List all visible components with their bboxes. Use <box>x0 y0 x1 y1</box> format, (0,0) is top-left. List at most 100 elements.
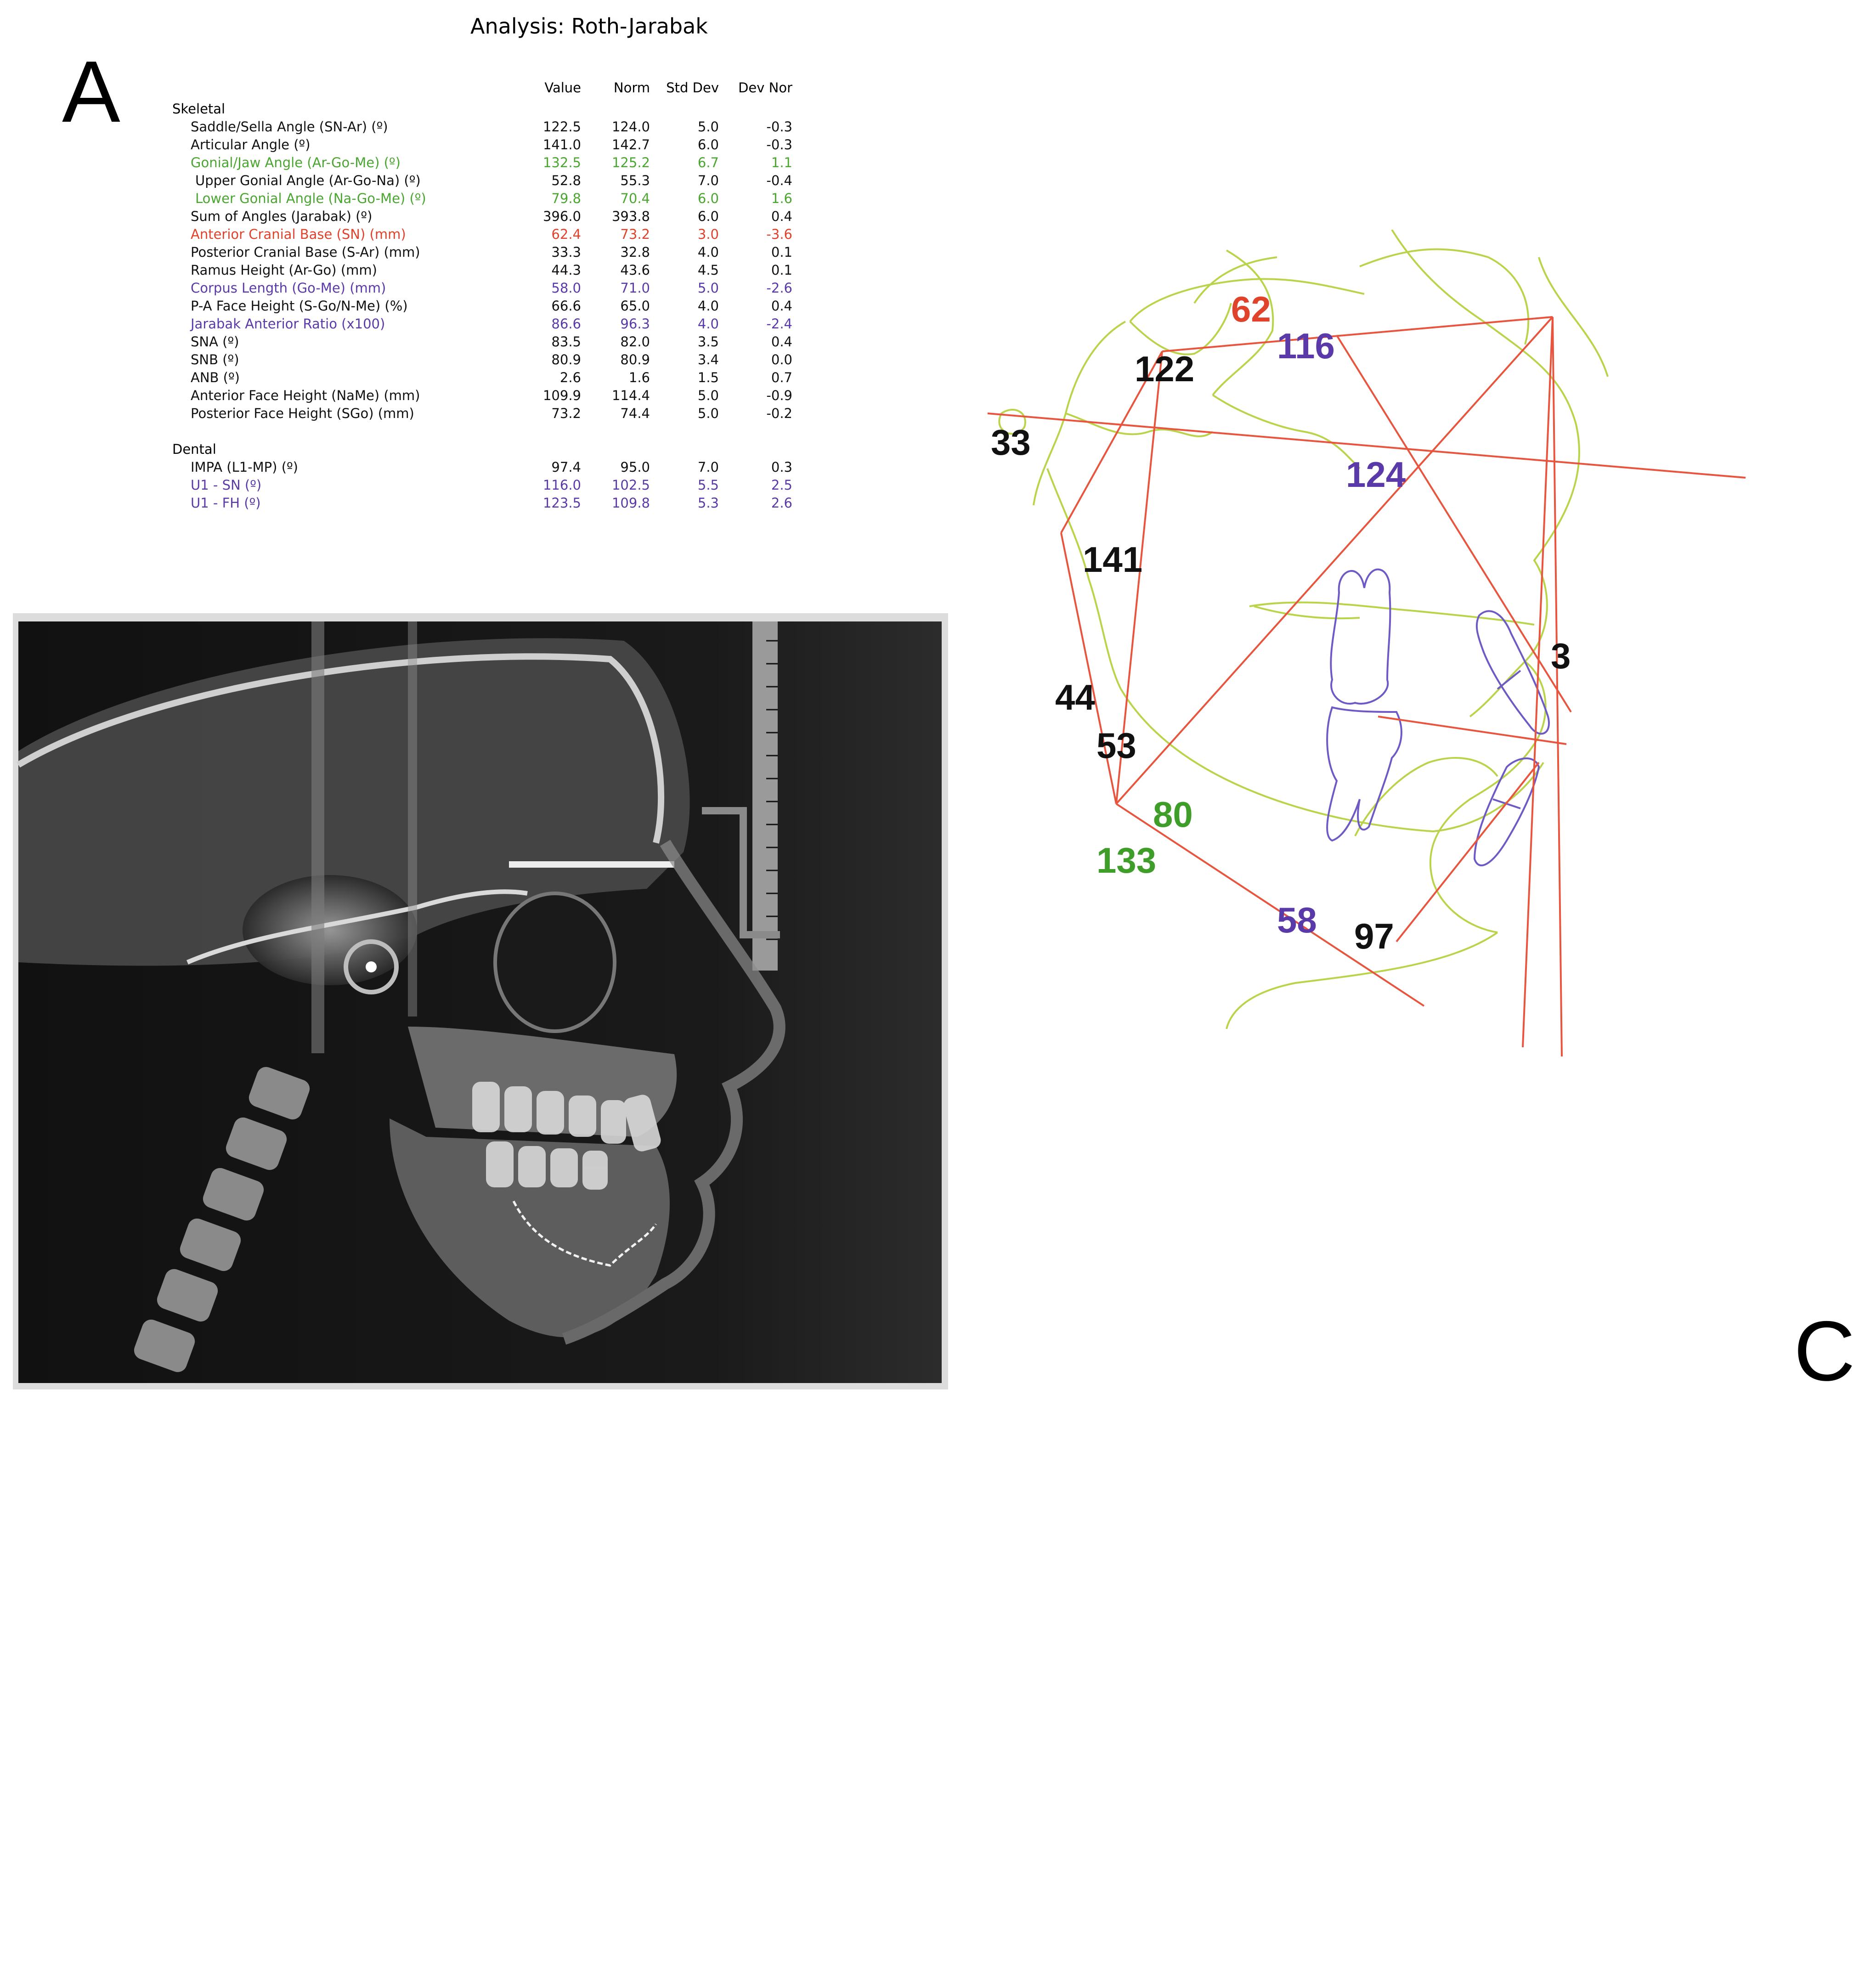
cell-norm: 74.4 <box>620 405 650 421</box>
cell-norm: 55.3 <box>620 172 650 188</box>
cell-label: Upper Gonial Angle (Ar-Go-Na) (º) <box>195 172 421 188</box>
cell-dev: -2.6 <box>766 280 792 296</box>
cell-label: Sum of Angles (Jarabak) (º) <box>191 208 373 224</box>
cell-label: Gonial/Jaw Angle (Ar-Go-Me) (º) <box>191 154 401 170</box>
cell-label: IMPA (L1-MP) (º) <box>191 459 298 475</box>
cell-dev: -0.9 <box>766 387 792 403</box>
cell-label: Posterior Cranial Base (S-Ar) (mm) <box>191 244 420 260</box>
tracing-label-122: 122 <box>1135 349 1194 389</box>
cell-norm: 393.8 <box>611 208 650 224</box>
table-row: Gonial/Jaw Angle (Ar-Go-Me) (º) 132.5 125.… <box>172 153 792 171</box>
cell-value: 116.0 <box>542 477 581 493</box>
table-row: U1 - FH (º) 123.5 109.8 5.3 2.6 <box>172 494 792 512</box>
cell-sd: 4.0 <box>697 244 719 260</box>
cell-value: 62.4 <box>551 226 581 242</box>
cell-value: 52.8 <box>551 172 581 188</box>
panel-letter-c: C <box>1794 1304 1855 1399</box>
table-row: Posterior Face Height (SGo) (mm) 73.2 74.4… <box>172 404 792 422</box>
cell-sd: 5.0 <box>697 119 719 135</box>
tracing-label-44: 44 <box>1055 677 1095 717</box>
cell-norm: 109.8 <box>611 495 650 511</box>
cell-sd: 5.0 <box>697 405 719 421</box>
cell-norm: 125.2 <box>611 154 650 170</box>
column-header: Value <box>544 80 581 96</box>
cell-norm: 96.3 <box>620 316 650 332</box>
cell-dev: 0.7 <box>771 369 792 385</box>
cell-sd: 3.4 <box>697 351 719 367</box>
table-row: ANB (º) 2.6 1.6 1.5 0.7 <box>172 368 792 386</box>
cell-value: 2.6 <box>559 369 581 385</box>
tracing-label-141: 141 <box>1083 539 1142 580</box>
cell-dev: 0.0 <box>771 351 792 367</box>
cell-label: U1 - FH (º) <box>191 495 261 511</box>
cell-value: 66.6 <box>551 298 581 314</box>
cell-norm: 80.9 <box>620 351 650 367</box>
cell-dev: -0.2 <box>766 405 792 421</box>
cell-dev: -2.4 <box>766 316 792 332</box>
cell-label: Articular Angle (º) <box>191 136 311 152</box>
cell-value: 132.5 <box>542 154 581 170</box>
cell-value: 141.0 <box>542 136 581 152</box>
tracing-label-133: 133 <box>1096 840 1156 881</box>
column-header: Norm <box>613 80 650 96</box>
cell-sd: 6.0 <box>697 208 719 224</box>
table-spacer <box>172 422 792 440</box>
table-row: SNB (º) 80.9 80.9 3.4 0.0 <box>172 350 792 368</box>
cell-norm: 43.6 <box>620 262 650 278</box>
cell-dev: -0.3 <box>766 119 792 135</box>
cell-value: 83.5 <box>551 333 581 350</box>
cell-label: Posterior Face Height (SGo) (mm) <box>191 405 414 421</box>
cell-dev: -0.3 <box>766 136 792 152</box>
cell-label: SNB (º) <box>191 351 239 367</box>
panel-letter-b: B <box>847 1887 908 1982</box>
cell-dev: 0.4 <box>771 333 792 350</box>
cell-dev: -0.4 <box>766 172 792 188</box>
cell-dev: 0.4 <box>771 298 792 314</box>
cell-label: U1 - SN (º) <box>191 477 262 493</box>
cell-sd: 3.5 <box>697 333 719 350</box>
cell-label: Lower Gonial Angle (Na-Go-Me) (º) <box>195 190 426 206</box>
cell-sd: 6.0 <box>697 190 719 206</box>
panel-letter-a: A <box>62 43 120 141</box>
cell-dev: 1.6 <box>771 190 792 206</box>
cell-norm: 82.0 <box>620 333 650 350</box>
cell-sd: 5.3 <box>697 495 719 511</box>
cell-dev: 0.1 <box>771 244 792 260</box>
tracing-label-62: 62 <box>1231 289 1271 329</box>
cell-label: Anterior Cranial Base (SN) (mm) <box>191 226 406 242</box>
table-header-row: Value Norm Std Dev Dev Nor <box>172 76 792 100</box>
cell-dev: 1.1 <box>771 154 792 170</box>
column-header: Dev Nor <box>738 80 792 96</box>
cell-value: 80.9 <box>551 351 581 367</box>
cell-dev: 2.6 <box>771 495 792 511</box>
tracing-label-58: 58 <box>1277 900 1317 940</box>
cell-sd: 5.0 <box>697 387 719 403</box>
tracing-label-80: 80 <box>1153 794 1193 835</box>
cell-label: ANB (º) <box>191 369 240 385</box>
cell-label: Ramus Height (Ar-Go) (mm) <box>191 262 377 278</box>
cell-dev: 0.4 <box>771 208 792 224</box>
cell-label: SNA (º) <box>191 333 239 350</box>
cell-dev: -3.6 <box>766 226 792 242</box>
cell-sd: 1.5 <box>697 369 719 385</box>
cell-sd: 5.5 <box>697 477 719 493</box>
cell-norm: 95.0 <box>620 459 650 475</box>
table-row: Upper Gonial Angle (Ar-Go-Na) (º) 52.8 55.… <box>172 171 792 189</box>
cell-norm: 1.6 <box>628 369 650 385</box>
cell-value: 58.0 <box>551 280 581 296</box>
cell-norm: 32.8 <box>620 244 650 260</box>
cell-value: 123.5 <box>542 495 581 511</box>
cell-norm: 124.0 <box>611 119 650 135</box>
cell-value: 73.2 <box>551 405 581 421</box>
cell-norm: 73.2 <box>620 226 650 242</box>
analysis-title: Analysis: Roth-Jarabak <box>470 14 708 39</box>
tracing-label-124: 124 <box>1346 454 1406 495</box>
cell-label: Corpus Length (Go-Me) (mm) <box>191 280 386 296</box>
